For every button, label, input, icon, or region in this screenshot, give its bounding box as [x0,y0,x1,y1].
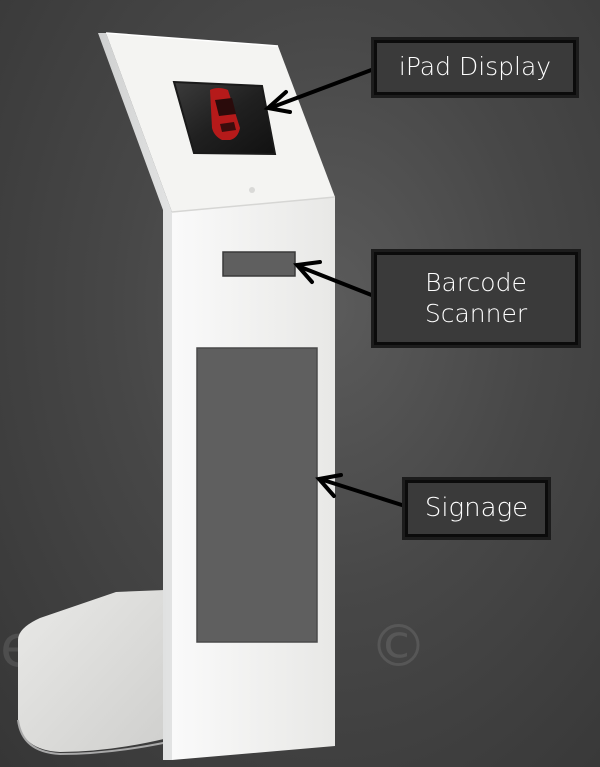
barcode-scanner-label: Barcode Scanner [371,249,581,348]
ipad-display-label-text: iPad Display [398,52,552,82]
barcode-scanner-label-line2: Scanner [424,298,528,328]
base-plate [17,590,169,756]
kiosk-side-edge [98,33,172,760]
ipad-display-label: iPad Display [371,37,579,98]
signage-panel [196,347,318,643]
barcode-scanner-label-line1: Barcode [425,268,527,297]
car-image [210,88,240,140]
signage-label: Signage [402,477,551,540]
signage-label-text: Signage [424,492,529,523]
arrow-ipad-display [263,67,376,114]
home-button-icon [249,187,255,193]
arrow-barcode-scanner [293,260,376,298]
ipad-screen [172,80,277,193]
arrow-signage [315,473,407,508]
barcode-scanner-slot [222,251,296,277]
